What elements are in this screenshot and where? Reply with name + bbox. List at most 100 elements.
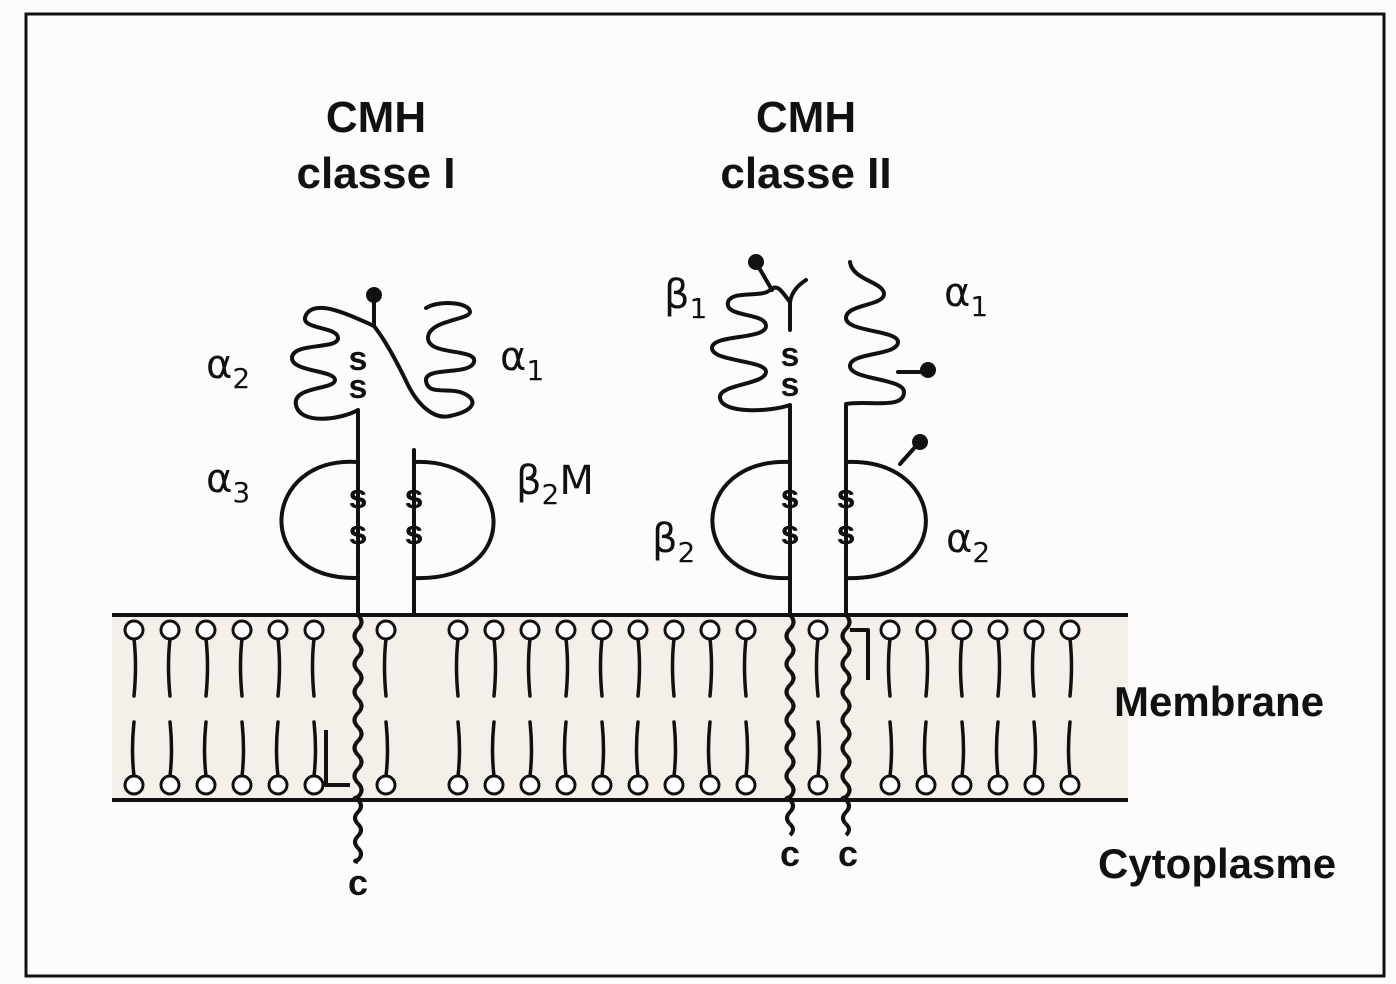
class2-glycan-alpha2-stem [898,444,918,466]
class2-label-beta1: β1 [664,272,707,325]
lipid-tail-lower [922,720,928,778]
lipid-head-lower [591,774,613,796]
lipid-tail-upper [924,637,930,698]
lipid-head-upper [879,619,901,641]
lipid-tail-upper [166,637,172,698]
lipid-tail-lower [634,720,640,778]
lipid-head-lower [483,774,505,796]
class1-label-alpha2: α2 [206,342,250,395]
class2-tm-hook [850,628,870,680]
lipid-tail-upper [598,637,604,698]
class2-ss-alpha2-2: s [837,514,856,552]
lipid-tail-lower [672,720,678,778]
lipid-tail-upper [204,637,210,698]
class1-ss-alpha2-1: s [349,340,368,378]
lipid-head-upper [483,619,505,641]
lipid-tail-lower [888,720,894,778]
lipid-tail-upper [492,637,498,698]
class1-label-alpha3: α3 [206,456,250,509]
lipid-head-lower [951,774,973,796]
class1-ss-b2m-1: s [405,478,424,516]
class2-beta-branch [788,278,808,304]
lipid-head-lower [735,774,757,796]
lipid-tail-upper [310,637,316,698]
class2-beta2-domain [710,459,792,581]
lipid-head-upper [159,619,181,641]
class1-c-terminus: c [348,862,368,903]
lipid-tail-upper [454,637,460,698]
class2-ss-beta2-1: s [781,478,800,516]
lipid-head-lower [159,774,181,796]
lipid-head-lower [699,774,721,796]
class2-alpha2-domain [844,459,928,581]
lipid-head-upper [303,619,325,641]
lipid-tail-upper [1030,637,1036,698]
lipid-head-lower [627,774,649,796]
class1-ss-alpha3-2: s [349,514,368,552]
class2-beta1-domain [710,285,792,422]
class1-ss-b2m-2: s [405,514,424,552]
class2-glycan-alpha2-dot [912,434,928,450]
lipid-head-lower [663,774,685,796]
lipid-head-upper [375,619,397,641]
class1-cytoplasmic-tail [353,798,363,864]
lipid-tail-lower [240,720,246,778]
class2-beta-cytoplasmic-tail [785,798,795,837]
lipid-head-lower [519,774,541,796]
lipid-tail-upper [958,637,964,698]
lipid-tail-upper [708,637,714,698]
lipid-head-lower [447,774,469,796]
lipid-head-lower [555,774,577,796]
class2-label-alpha2: α2 [946,516,990,569]
lipid-head-upper [987,619,1009,641]
lipid-tail-lower [1066,720,1072,778]
class2-ss-beta2-2: s [781,514,800,552]
class2-beta-chain [710,254,808,837]
lipid-head-lower [987,774,1009,796]
class2-glycan-alpha1-dot [920,362,936,378]
class1-b2m-domain [412,459,496,581]
lipid-tail-upper [670,637,676,698]
lipid-head-lower [123,774,145,796]
class2-ss-beta1-1: s [781,336,800,374]
lipid-head-upper [915,619,937,641]
class2-label-beta2: β2 [652,516,695,569]
lipid-tail-upper [636,637,642,698]
class1-transmembrane [352,613,364,802]
class2-ss-alpha2-1: s [837,478,856,516]
class1-alpha-chain [279,287,477,864]
lipid-tail-upper [742,637,748,698]
class2-glycan-beta-dot [748,254,764,270]
lipid-head-upper [519,619,541,641]
lipid-tail-upper [526,637,532,698]
lipid-tail-lower [202,720,208,778]
lipid-head-upper [447,619,469,641]
class2-ss-beta1-2: s [781,366,800,404]
lipid-tail-lower [562,720,568,778]
lipid-tail-lower [456,720,462,778]
lipid-head-upper [735,619,757,641]
lipid-tail-upper [276,637,282,698]
lipid-tail-lower [1032,720,1038,778]
lipid-tail-lower [490,720,496,778]
lipid-tail-lower [168,720,174,778]
class2-alpha-transmembrane [840,613,852,802]
lipid-head-upper [699,619,721,641]
lipid-bilayer [123,619,1081,796]
class2-title-line2: classe II [720,149,891,198]
lipid-tail-lower [816,720,822,778]
lipid-head-upper [267,619,289,641]
class2-title-line1: CMH [756,93,856,142]
class1-ss-alpha3-1: s [349,478,368,516]
lipid-tail-lower [384,720,390,778]
lipid-tail-lower [130,720,136,778]
lipid-tail-upper [1068,637,1074,698]
class1-ss-alpha2-2: s [349,368,368,406]
cytoplasm-label: Cytoplasme [1098,840,1336,887]
class2-alpha-c-terminus: c [838,833,858,874]
lipid-tail-lower [994,720,1000,778]
lipid-head-upper [663,619,685,641]
lipid-head-upper [591,619,613,641]
lipid-head-upper [1059,619,1081,641]
